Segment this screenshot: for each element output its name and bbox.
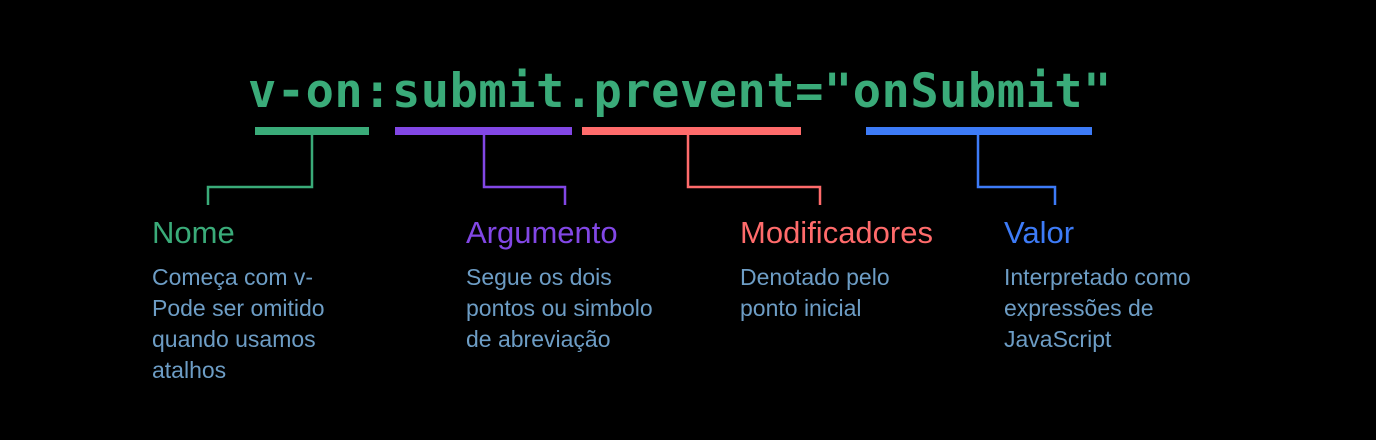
underline-bar-valor xyxy=(866,127,1092,135)
connector-modificadores xyxy=(686,135,822,205)
underline-bar-modificadores xyxy=(582,127,801,135)
connector-argumento xyxy=(482,135,567,205)
section-modificadores: Modificadores Denotado pelo ponto inicia… xyxy=(740,214,933,324)
section-nome: Nome Começa com v- Pode ser omitido quan… xyxy=(152,214,325,386)
section-heading-valor: Valor xyxy=(1004,215,1075,250)
section-description-modificadores: Denotado pelo ponto inicial xyxy=(740,264,890,321)
section-heading-argumento: Argumento xyxy=(466,215,618,250)
section-heading-nome: Nome xyxy=(152,215,235,250)
section-description-valor: Interpretado como expressões de JavaScri… xyxy=(1004,264,1191,352)
section-heading-modificadores: Modificadores xyxy=(740,215,933,250)
section-argumento: Argumento Segue os dois pontos ou simbol… xyxy=(466,214,653,355)
underline-bar-argumento xyxy=(395,127,572,135)
underline-bar-nome xyxy=(255,127,369,135)
connector-valor xyxy=(976,135,1057,205)
section-description-argumento: Segue os dois pontos ou simbolo de abrev… xyxy=(466,264,653,352)
code-expression: v-on:submit.prevent="onSubmit" xyxy=(248,64,1112,119)
section-valor: Valor Interpretado como expressões de Ja… xyxy=(1004,214,1191,355)
section-description-nome: Começa com v- Pode ser omitido quando us… xyxy=(152,264,325,383)
connector-nome xyxy=(206,135,314,205)
